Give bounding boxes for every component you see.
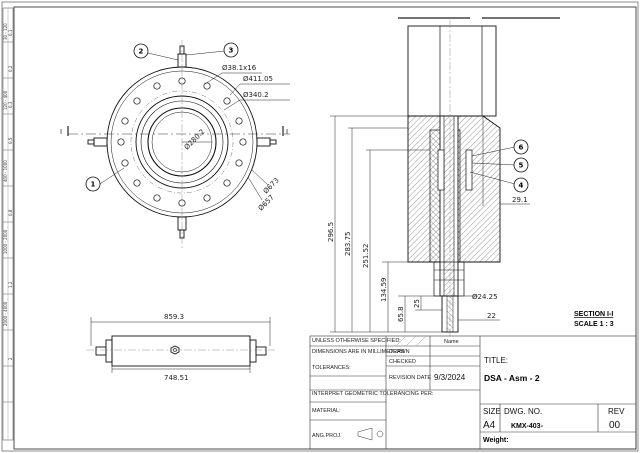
rev-label: REV bbox=[608, 407, 625, 416]
name-header: Name bbox=[444, 339, 459, 345]
dim-dia-24-25: Ø24.25 bbox=[472, 293, 498, 301]
dim-bolt-circle: Ø411.05 bbox=[243, 75, 273, 83]
side-view bbox=[95, 335, 267, 367]
dim-bore-outer: Ø340.2 bbox=[243, 91, 269, 99]
checked-label: CHECKED bbox=[389, 359, 416, 365]
drawing-number: KMX-403- bbox=[511, 423, 544, 430]
zone-tol: 2 bbox=[8, 357, 13, 360]
fitting-nut bbox=[433, 261, 465, 297]
side-flange-right bbox=[249, 339, 257, 363]
side-dim-lines bbox=[90, 317, 271, 373]
zone-tol: 0.5 bbox=[8, 137, 13, 144]
weight-label: Weight: bbox=[483, 437, 509, 444]
front-view-leaders bbox=[182, 72, 290, 201]
left-fitting-tip bbox=[87, 139, 95, 145]
zone-tol: 0.8 bbox=[8, 209, 13, 216]
dim-251-52: 251.52 bbox=[362, 244, 370, 269]
right-fitting bbox=[256, 137, 271, 147]
dim-22: 22 bbox=[487, 312, 496, 320]
section-title: SECTION I-I bbox=[574, 311, 613, 318]
revision-date: 9/3/2024 bbox=[434, 373, 466, 382]
dim-flange-od: Ø673 bbox=[262, 176, 281, 195]
dim-body-length: 748.51 bbox=[164, 374, 189, 382]
title-block bbox=[309, 335, 637, 450]
unless-specified: UNLESS OTHERWISE SPECIFIED: bbox=[312, 338, 401, 344]
zone-tol: 1.2 bbox=[8, 281, 13, 288]
svg-text:5: 5 bbox=[519, 162, 524, 170]
drawing-frame bbox=[13, 6, 637, 450]
right-fitting-tip bbox=[269, 139, 277, 145]
title-label: TITLE: bbox=[484, 356, 508, 365]
zone-tol: 0.2 bbox=[8, 65, 13, 72]
interpret-tolerancing: INTERPRET GEOMETRIC TOLERANCING PER: bbox=[312, 391, 434, 397]
side-fitting-left bbox=[95, 346, 107, 356]
drawn-label: DRAWN bbox=[389, 349, 410, 355]
upper-pipe bbox=[407, 25, 497, 117]
section-scale: SCALE 1 : 3 bbox=[574, 321, 614, 328]
left-fitting bbox=[93, 137, 108, 147]
dim-overall-length: 859.3 bbox=[164, 313, 184, 321]
revision-date-label: REVISION DATE bbox=[389, 375, 431, 381]
tolerance-zone-strip: 30 - 120 120 - 400 400 - 1000 1000 - 200… bbox=[2, 7, 14, 441]
section-view bbox=[407, 25, 501, 333]
zone-label: 120 - 400 bbox=[3, 90, 8, 110]
dim-bore-inner: Ø280.2 bbox=[183, 128, 207, 152]
size-label: SIZE bbox=[483, 407, 501, 416]
side-body bbox=[111, 335, 251, 367]
dim-283-75: 283.75 bbox=[344, 232, 352, 257]
zone-label: 2000 - 4000 bbox=[3, 301, 8, 326]
section-dim-lines bbox=[330, 115, 530, 333]
side-flange-left bbox=[105, 339, 113, 363]
zone-label: 1000 - 2000 bbox=[3, 229, 8, 254]
o-ring-groove bbox=[465, 149, 473, 191]
dim-25: 25 bbox=[413, 299, 421, 308]
dim-bolt-holes: Ø38.1x16 bbox=[222, 64, 257, 72]
drawing-title: DSA - Asm - 2 bbox=[484, 373, 540, 383]
zone-label: 400 - 1000 bbox=[3, 160, 8, 182]
dim-65-8: 65.8 bbox=[397, 306, 405, 322]
zone-tol: 0.3 bbox=[8, 101, 13, 108]
sheet-size: A4 bbox=[483, 420, 496, 431]
dim-296-5: 296.5 bbox=[327, 222, 335, 242]
dim-134-59: 134.59 bbox=[380, 278, 388, 303]
material-label: MATERIAL: bbox=[312, 408, 341, 414]
balloon-1: 1 bbox=[85, 167, 125, 192]
svg-text:3: 3 bbox=[229, 47, 234, 55]
side-fitting-right bbox=[255, 346, 267, 356]
bolt-circle bbox=[130, 90, 234, 194]
dwg-no-label: DWG. NO. bbox=[504, 407, 542, 416]
side-top-nut bbox=[170, 345, 180, 355]
section-mark-right: I bbox=[286, 128, 288, 136]
balloon-6: 6 bbox=[471, 139, 529, 157]
section-mark-left: I bbox=[60, 128, 62, 136]
svg-text:6: 6 bbox=[519, 144, 524, 152]
svg-text:2: 2 bbox=[139, 48, 144, 56]
balloon-3: 3 bbox=[185, 42, 239, 58]
dims-in-mm: DIMENSIONS ARE IN MILLIMETERS bbox=[312, 349, 405, 355]
dim-29-1: 29.1 bbox=[512, 196, 528, 204]
bolt-holes bbox=[117, 77, 247, 207]
revision: 00 bbox=[609, 420, 621, 431]
balloon-5: 5 bbox=[471, 157, 529, 173]
section-line: I I bbox=[60, 126, 290, 136]
balloon-4: 4 bbox=[469, 171, 529, 193]
zone-label: 30 - 120 bbox=[3, 23, 8, 40]
svg-text:4: 4 bbox=[519, 182, 524, 190]
balloon-2: 2 bbox=[133, 43, 179, 61]
svg-text:1: 1 bbox=[91, 181, 96, 189]
tolerances: TOLERANCES: bbox=[312, 365, 351, 371]
title-block-hatch bbox=[395, 335, 427, 347]
projection-symbol bbox=[357, 427, 384, 441]
zone-tol: 0.1 bbox=[8, 29, 13, 36]
ang-proj-label: ANG.PROJ. bbox=[312, 433, 342, 439]
